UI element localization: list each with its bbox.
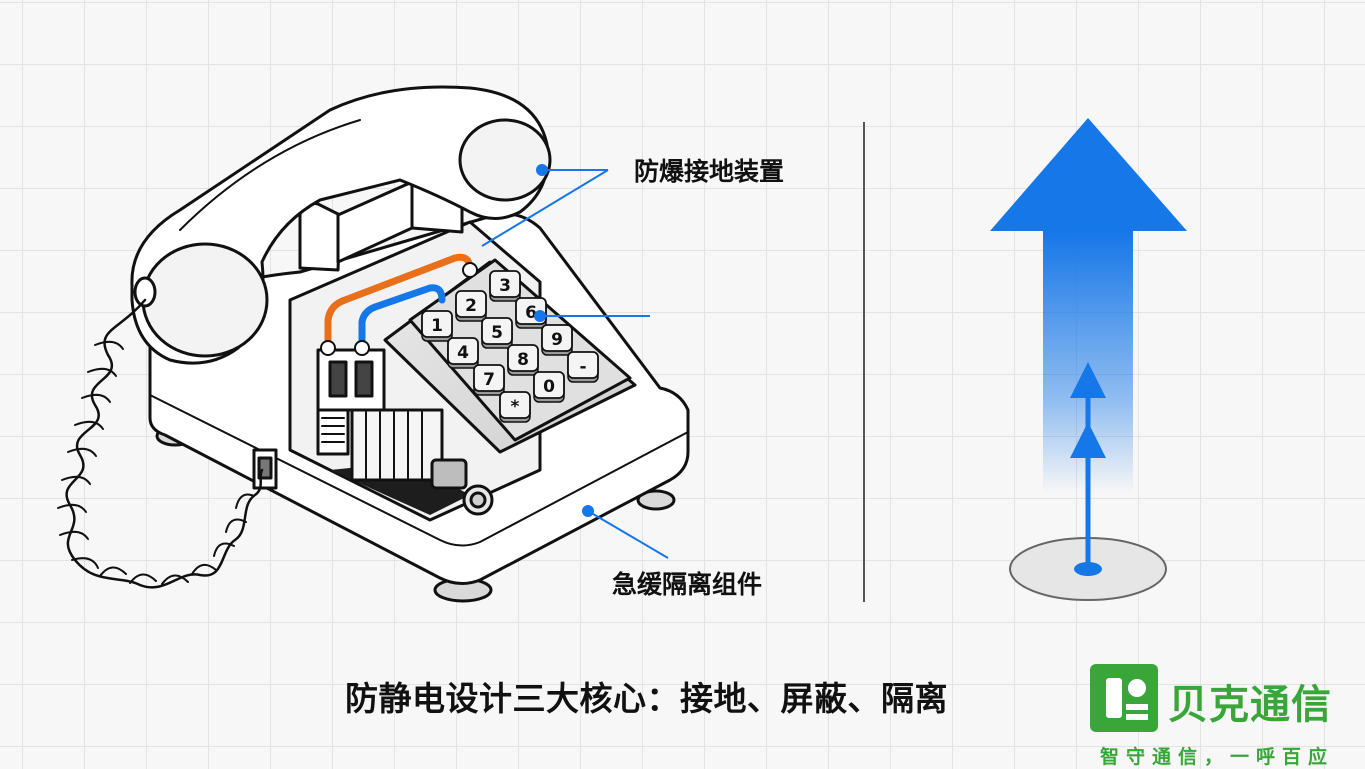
callout-dot xyxy=(536,164,548,176)
keypad-key-label: 6 xyxy=(525,303,537,323)
callout-dot xyxy=(534,310,546,322)
telephone-illustration xyxy=(57,85,690,603)
grounding-wire-orange xyxy=(324,253,474,349)
arrow-head xyxy=(990,118,1187,231)
page-caption: 防静电设计三大核心：接地、屏蔽、隔离 xyxy=(345,679,948,718)
module-base xyxy=(316,408,350,456)
phone-foot xyxy=(636,489,676,511)
callout-label-isolation-assembly: 急缓隔离组件 xyxy=(612,570,763,599)
spring xyxy=(321,417,345,443)
keypad-key: 4 xyxy=(447,337,479,369)
keypad-key: 8 xyxy=(507,344,539,376)
ground-point xyxy=(1074,562,1102,576)
callout-line-bottom xyxy=(587,510,669,559)
coiled-cord-rings xyxy=(57,340,255,585)
keypad-key-label: 2 xyxy=(465,296,477,316)
callout-dot xyxy=(582,505,594,517)
keypad-key-label: - xyxy=(579,357,586,377)
keypad-key: 3 xyxy=(489,270,521,302)
wire-terminal xyxy=(354,340,370,356)
keypad-key-label: 4 xyxy=(457,343,469,363)
wire-terminal xyxy=(462,262,478,278)
connector xyxy=(430,458,468,490)
callout-lines xyxy=(481,169,669,559)
keypad-key: 2 xyxy=(455,290,487,322)
callout-label-grounding-device: 防爆接地装置 xyxy=(634,157,785,186)
round-button-inner xyxy=(469,491,487,509)
cradle-hook xyxy=(298,201,342,272)
keypad-key-label: 3 xyxy=(499,276,511,296)
module-slot xyxy=(354,360,374,398)
keypad-key: 1 xyxy=(421,310,453,342)
brand-logo-icon xyxy=(1090,664,1158,732)
keypad-key-label: 7 xyxy=(483,370,495,390)
cradle-bar xyxy=(336,180,414,264)
phone-base-band xyxy=(149,394,689,547)
module-slot xyxy=(328,360,348,398)
keypad-key-label: 9 xyxy=(551,330,563,350)
brand-slogan: 智守通信，一呼百应 xyxy=(1100,746,1335,768)
wire-terminal xyxy=(320,340,336,356)
brand-name: 贝克通信 xyxy=(1168,682,1332,728)
handset-mouthpiece xyxy=(141,242,269,358)
heat-sink-fins xyxy=(365,411,423,479)
module-block xyxy=(316,348,386,412)
small-arrowhead xyxy=(1070,422,1106,458)
coiled-cord xyxy=(65,298,264,589)
keypad-key-label: * xyxy=(511,397,520,417)
keypad-key: - xyxy=(567,351,599,383)
callout-line-top xyxy=(481,169,609,247)
keypad-key-label: 8 xyxy=(517,350,529,370)
keypad-key: * xyxy=(499,391,531,423)
keypad-key-label: 1 xyxy=(431,316,443,336)
handset-cord-socket xyxy=(133,276,157,308)
handset-grip-line xyxy=(179,119,361,231)
handset-earpiece xyxy=(458,118,552,202)
keypad-key-label: 0 xyxy=(543,377,555,397)
keypad-key: 5 xyxy=(481,317,513,349)
keypad-key-label: 5 xyxy=(491,323,503,343)
small-arrowhead xyxy=(1070,362,1106,398)
rising-arrow-graphic xyxy=(990,118,1187,601)
vertical-divider xyxy=(863,122,865,602)
keypad-key: 9 xyxy=(541,324,573,356)
keypad-key: 0 xyxy=(533,371,565,403)
grounding-wire-blue xyxy=(358,284,446,349)
keypad-key: 7 xyxy=(473,364,505,396)
